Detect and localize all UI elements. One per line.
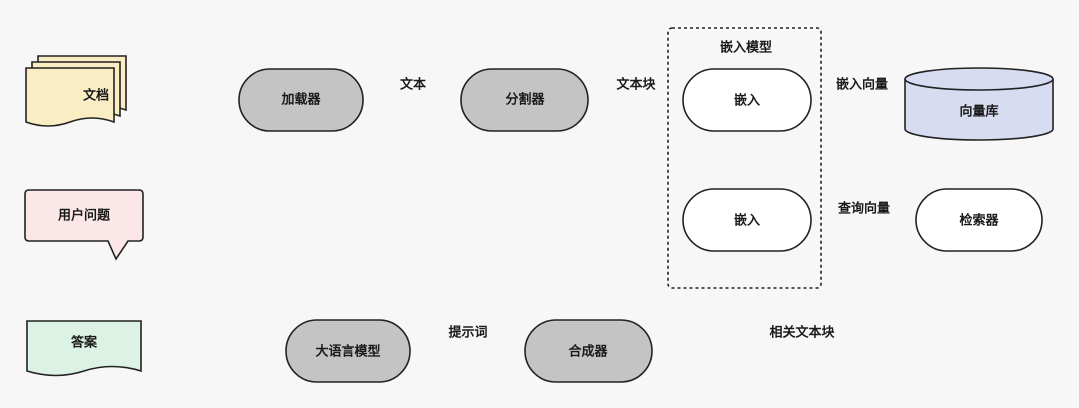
user-question-node-shape xyxy=(24,189,144,261)
documents-node-shape xyxy=(25,55,127,127)
vector-store-node-shape xyxy=(904,67,1054,141)
embed-bottom-node-shape xyxy=(682,188,812,252)
llm-node-label: 大语言模型 xyxy=(315,344,381,360)
embed-model-group-box xyxy=(667,27,822,289)
embed-bottom-node-label: 嵌入 xyxy=(733,213,761,229)
retriever-node-shape xyxy=(915,188,1043,252)
synthesizer-node-label: 合成器 xyxy=(568,344,608,360)
splitter-node-shape xyxy=(460,68,589,132)
answer-node-label: 答案 xyxy=(70,335,98,351)
edge-label-chunks: 文本块 xyxy=(616,77,656,93)
edge-label-related-chunks: 相关文本块 xyxy=(769,325,835,341)
splitter-node-label: 分割器 xyxy=(505,92,545,108)
synthesizer-node-shape xyxy=(524,319,653,383)
loader-node-shape xyxy=(238,68,364,132)
answer-node-shape xyxy=(26,320,142,377)
documents-node-label: 文档 xyxy=(82,88,110,104)
edge-label-embedding-vector: 嵌入向量 xyxy=(835,77,889,93)
embed-top-node-shape xyxy=(682,68,812,132)
vector-store-node-label: 向量库 xyxy=(959,104,999,120)
retriever-node-label: 检索器 xyxy=(959,213,999,229)
llm-node-shape xyxy=(285,319,411,383)
user-question-node-label: 用户问题 xyxy=(57,208,111,224)
embed-model-group-label: 嵌入模型 xyxy=(719,40,773,56)
edge-label-text: 文本 xyxy=(399,77,427,93)
edge-label-prompt: 提示词 xyxy=(448,325,488,341)
loader-node-label: 加载器 xyxy=(281,92,321,108)
embed-top-node-label: 嵌入 xyxy=(733,93,761,109)
edge-label-query-vector: 查询向量 xyxy=(837,201,891,217)
